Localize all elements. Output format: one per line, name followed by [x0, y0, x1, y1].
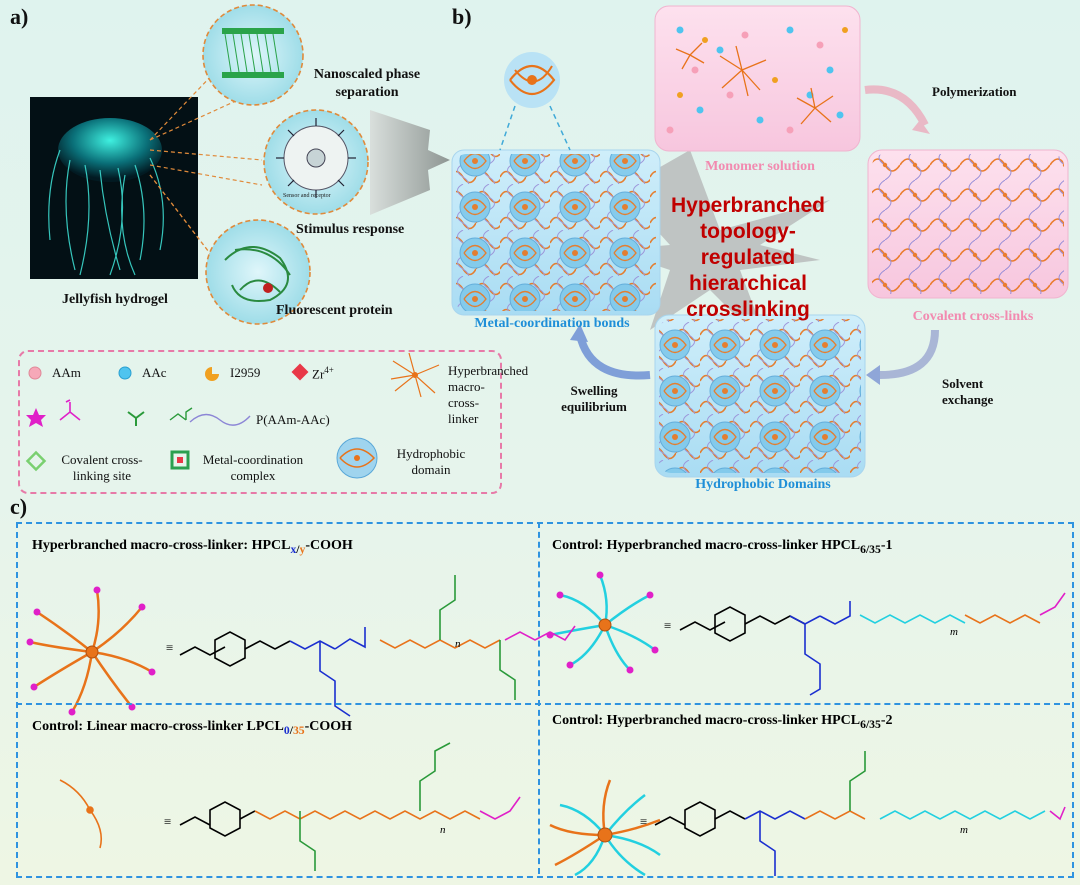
box3-sub-x: 0: [283, 723, 290, 737]
hpcl-star-icon: [26, 586, 156, 716]
equiv-symbol-2: ≡: [664, 618, 672, 633]
legend-metal-complex: Metal-coordination complex: [202, 452, 304, 483]
box1-prefix: Hyperbranched macro-cross-linker: HPCL: [32, 538, 291, 553]
panel-b-letter: b): [452, 4, 472, 29]
label-polymerization: Polymerization: [932, 84, 1017, 99]
chem-structure-2: [679, 592, 1066, 696]
label-fluorescent-protein: Fluorescent protein: [276, 303, 393, 318]
solvent-exchange-arrow: [879, 329, 939, 379]
center-title: Hyperbranched topology-regulated hierarc…: [670, 194, 826, 321]
box4-title: Control: Hyperbranched macro-cross-linke…: [552, 713, 893, 731]
swelling-arrow: [576, 333, 651, 380]
monomer-solution-box: [654, 5, 861, 152]
label-metal-coordination: Metal-coordination bonds: [474, 316, 630, 331]
box3-sub-y: 35: [292, 723, 305, 737]
label-solvent-exchange: Solvent exchange: [942, 376, 994, 407]
legend-aam: AAm: [52, 365, 81, 380]
box3-sub-sep: /: [289, 723, 293, 737]
equiv-symbol-4: ≡: [640, 814, 648, 829]
equiv-symbol-1: ≡: [166, 640, 174, 655]
box2-title: Control: Hyperbranched macro-cross-linke…: [552, 538, 893, 556]
monomer-particles: [666, 26, 848, 134]
legend-hyperbranched: Hyperbranched macro-cross-linker: [448, 363, 529, 426]
center-star: [610, 150, 830, 350]
hpcl-control2-star-icon: [549, 779, 661, 877]
legend-zr-charge: 4+: [324, 365, 334, 375]
box4-sub: 6/35: [860, 717, 881, 731]
lpcl-linear-icon: [59, 779, 103, 849]
box2-sub: 6/35: [860, 542, 881, 556]
box1-suffix: -COOH: [305, 538, 353, 553]
legend-aac: AAc: [142, 365, 167, 380]
repeat-m-4: m: [960, 824, 968, 836]
box1-sub-sep: /: [296, 542, 300, 556]
panel-a-letter: a): [10, 4, 29, 29]
label-sensor: Sensor and receptor: [283, 193, 331, 199]
chem-structure-1: [179, 575, 576, 717]
fluorescent-protein-icon: [224, 246, 291, 302]
box2-prefix: Control: Hyperbranched macro-cross-linke…: [552, 538, 861, 553]
legend-zr-symbol: Zr: [312, 366, 325, 382]
label-monomer-solution: Monomer solution: [705, 159, 815, 174]
legend-paam: P(AAm-AAc): [256, 412, 330, 427]
box3-suffix: -COOH: [304, 719, 353, 734]
legend-i2959: I2959: [230, 365, 261, 380]
sensor-receptor-icon: [276, 118, 356, 198]
equiv-symbol-3: ≡: [164, 814, 172, 829]
label-stimulus-response: Stimulus response: [296, 222, 405, 237]
polymerization-arrow: [864, 85, 929, 127]
box4-prefix: Control: Hyperbranched macro-cross-linke…: [552, 713, 861, 728]
legend-covalent-site: Covalent cross-linking site: [61, 452, 143, 483]
box1-title: Hyperbranched macro-cross-linker: HPCLx/…: [32, 538, 353, 556]
label-hydrophobic-domains: Hydrophobic Domains: [695, 477, 831, 492]
hpcl-control1-star-icon: [546, 571, 659, 674]
box1-sub-x: x: [290, 542, 297, 556]
box3-title: Control: Linear macro-cross-linker LPCL0…: [32, 719, 352, 737]
panel-c-horizontal-divider: [16, 703, 1070, 705]
domain-zoom-icon: [504, 52, 560, 108]
legend-symbols: [25, 352, 440, 479]
legend-box: [18, 350, 502, 494]
box4-suffix: -2: [880, 713, 893, 728]
box2-suffix: -1: [880, 538, 893, 553]
repeat-n-1: n: [455, 638, 461, 650]
label-swelling-equilibrium: Swelling equilibrium: [561, 383, 627, 414]
panel-c-frame: [16, 522, 1074, 878]
box3-prefix: Control: Linear macro-cross-linker LPCL: [32, 719, 284, 734]
legend-zr: Zr4+: [312, 365, 334, 382]
label-covalent-crosslinks: Covalent cross-links: [912, 309, 1034, 324]
panel-c-letter: c): [10, 494, 28, 519]
chem-structure-4: [654, 751, 1066, 876]
label-phase-separation: Nanoscaled phase separation: [313, 67, 421, 100]
repeat-n-3: n: [440, 824, 446, 836]
transition-arrow: [370, 110, 450, 215]
legend-hydrophobic: Hydrophobic domain: [396, 446, 466, 477]
phase-separation-icon: [222, 28, 284, 78]
box1-sub-y: y: [299, 542, 306, 556]
panel-c-vertical-divider: [538, 522, 540, 874]
label-jellyfish-hydrogel: Jellyfish hydrogel: [62, 292, 168, 307]
chem-structure-3: [179, 742, 521, 871]
repeat-m-2: m: [950, 626, 958, 638]
